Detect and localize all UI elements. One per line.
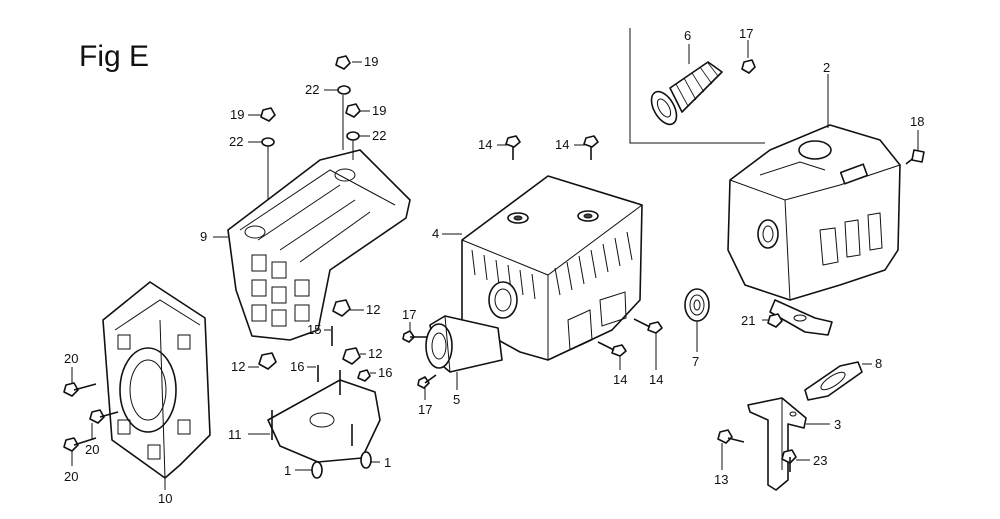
screw-14d [633, 318, 663, 334]
nut-12b [258, 352, 277, 370]
callout-14: 14 [613, 372, 627, 387]
callout-23: 23 [813, 453, 827, 468]
bolt-20a [63, 382, 97, 397]
mount-block-10 [102, 281, 211, 479]
callout-14: 14 [555, 137, 569, 152]
callout-22: 22 [229, 134, 243, 149]
callout-1: 1 [384, 455, 391, 470]
callout-12: 12 [231, 359, 245, 374]
washer-22b [346, 131, 360, 141]
callout-17: 17 [418, 402, 432, 417]
callout-12: 12 [366, 302, 380, 317]
callout-10: 10 [158, 491, 172, 506]
nut-19a [335, 55, 351, 70]
nut-12a [332, 299, 351, 317]
collar-1a [311, 461, 323, 479]
bolt-13 [717, 429, 745, 444]
nut-12c [342, 347, 361, 365]
callout-20: 20 [85, 442, 99, 457]
callout-5: 5 [453, 392, 460, 407]
callout-2: 2 [823, 60, 830, 75]
callout-16: 16 [290, 359, 304, 374]
gasket-7 [684, 288, 710, 322]
bolt-20b [89, 409, 119, 424]
callout-8: 8 [875, 356, 882, 371]
callout-9: 9 [200, 229, 207, 244]
muffler-protector [461, 175, 643, 361]
screw-14c [597, 341, 627, 357]
inset-box [629, 28, 765, 144]
stud-16b [357, 369, 371, 382]
callout-11: 11 [228, 427, 242, 442]
callout-22: 22 [372, 128, 386, 143]
nut-17-inset [741, 59, 756, 74]
callout-7: 7 [692, 354, 699, 369]
callout-22: 22 [305, 82, 319, 97]
callout-14: 14 [478, 137, 492, 152]
bolt-23 [781, 449, 797, 472]
callout-6: 6 [684, 28, 691, 43]
callout-19: 19 [230, 107, 244, 122]
strainer [650, 61, 723, 126]
callout-17: 17 [402, 307, 416, 322]
callout-18: 18 [910, 114, 924, 129]
nut-19b [345, 103, 361, 118]
gasket-8 [804, 361, 863, 401]
nut-21 [767, 313, 783, 328]
screw-17b [417, 374, 437, 389]
nut-19c [260, 107, 276, 122]
callout-15: 15 [307, 322, 321, 337]
bolt-20c [63, 437, 97, 452]
callout-19: 19 [372, 103, 386, 118]
bolt-18 [905, 149, 925, 165]
collar-1b [360, 451, 372, 469]
callout-16: 16 [378, 365, 392, 380]
callout-14: 14 [649, 372, 663, 387]
callout-17: 17 [739, 26, 753, 41]
callout-1: 1 [284, 463, 291, 478]
callout-13: 13 [714, 472, 728, 487]
muffler [727, 124, 901, 336]
callout-4: 4 [432, 226, 439, 241]
callout-21: 21 [741, 313, 755, 328]
washer-22c [261, 137, 275, 147]
spark-arrester-5 [425, 315, 503, 373]
screw-17a [402, 330, 428, 343]
callout-12: 12 [368, 346, 382, 361]
callout-20: 20 [64, 469, 78, 484]
screw-14a [505, 135, 521, 160]
heat-shield-9 [227, 149, 411, 341]
plate-11 [267, 370, 381, 463]
callout-19: 19 [364, 54, 378, 69]
screw-14b [583, 135, 599, 160]
callout-3: 3 [834, 417, 841, 432]
callout-20: 20 [64, 351, 78, 366]
washer-22a [337, 85, 351, 95]
figure-title: Fig E [79, 40, 149, 73]
bracket-3 [747, 397, 807, 491]
